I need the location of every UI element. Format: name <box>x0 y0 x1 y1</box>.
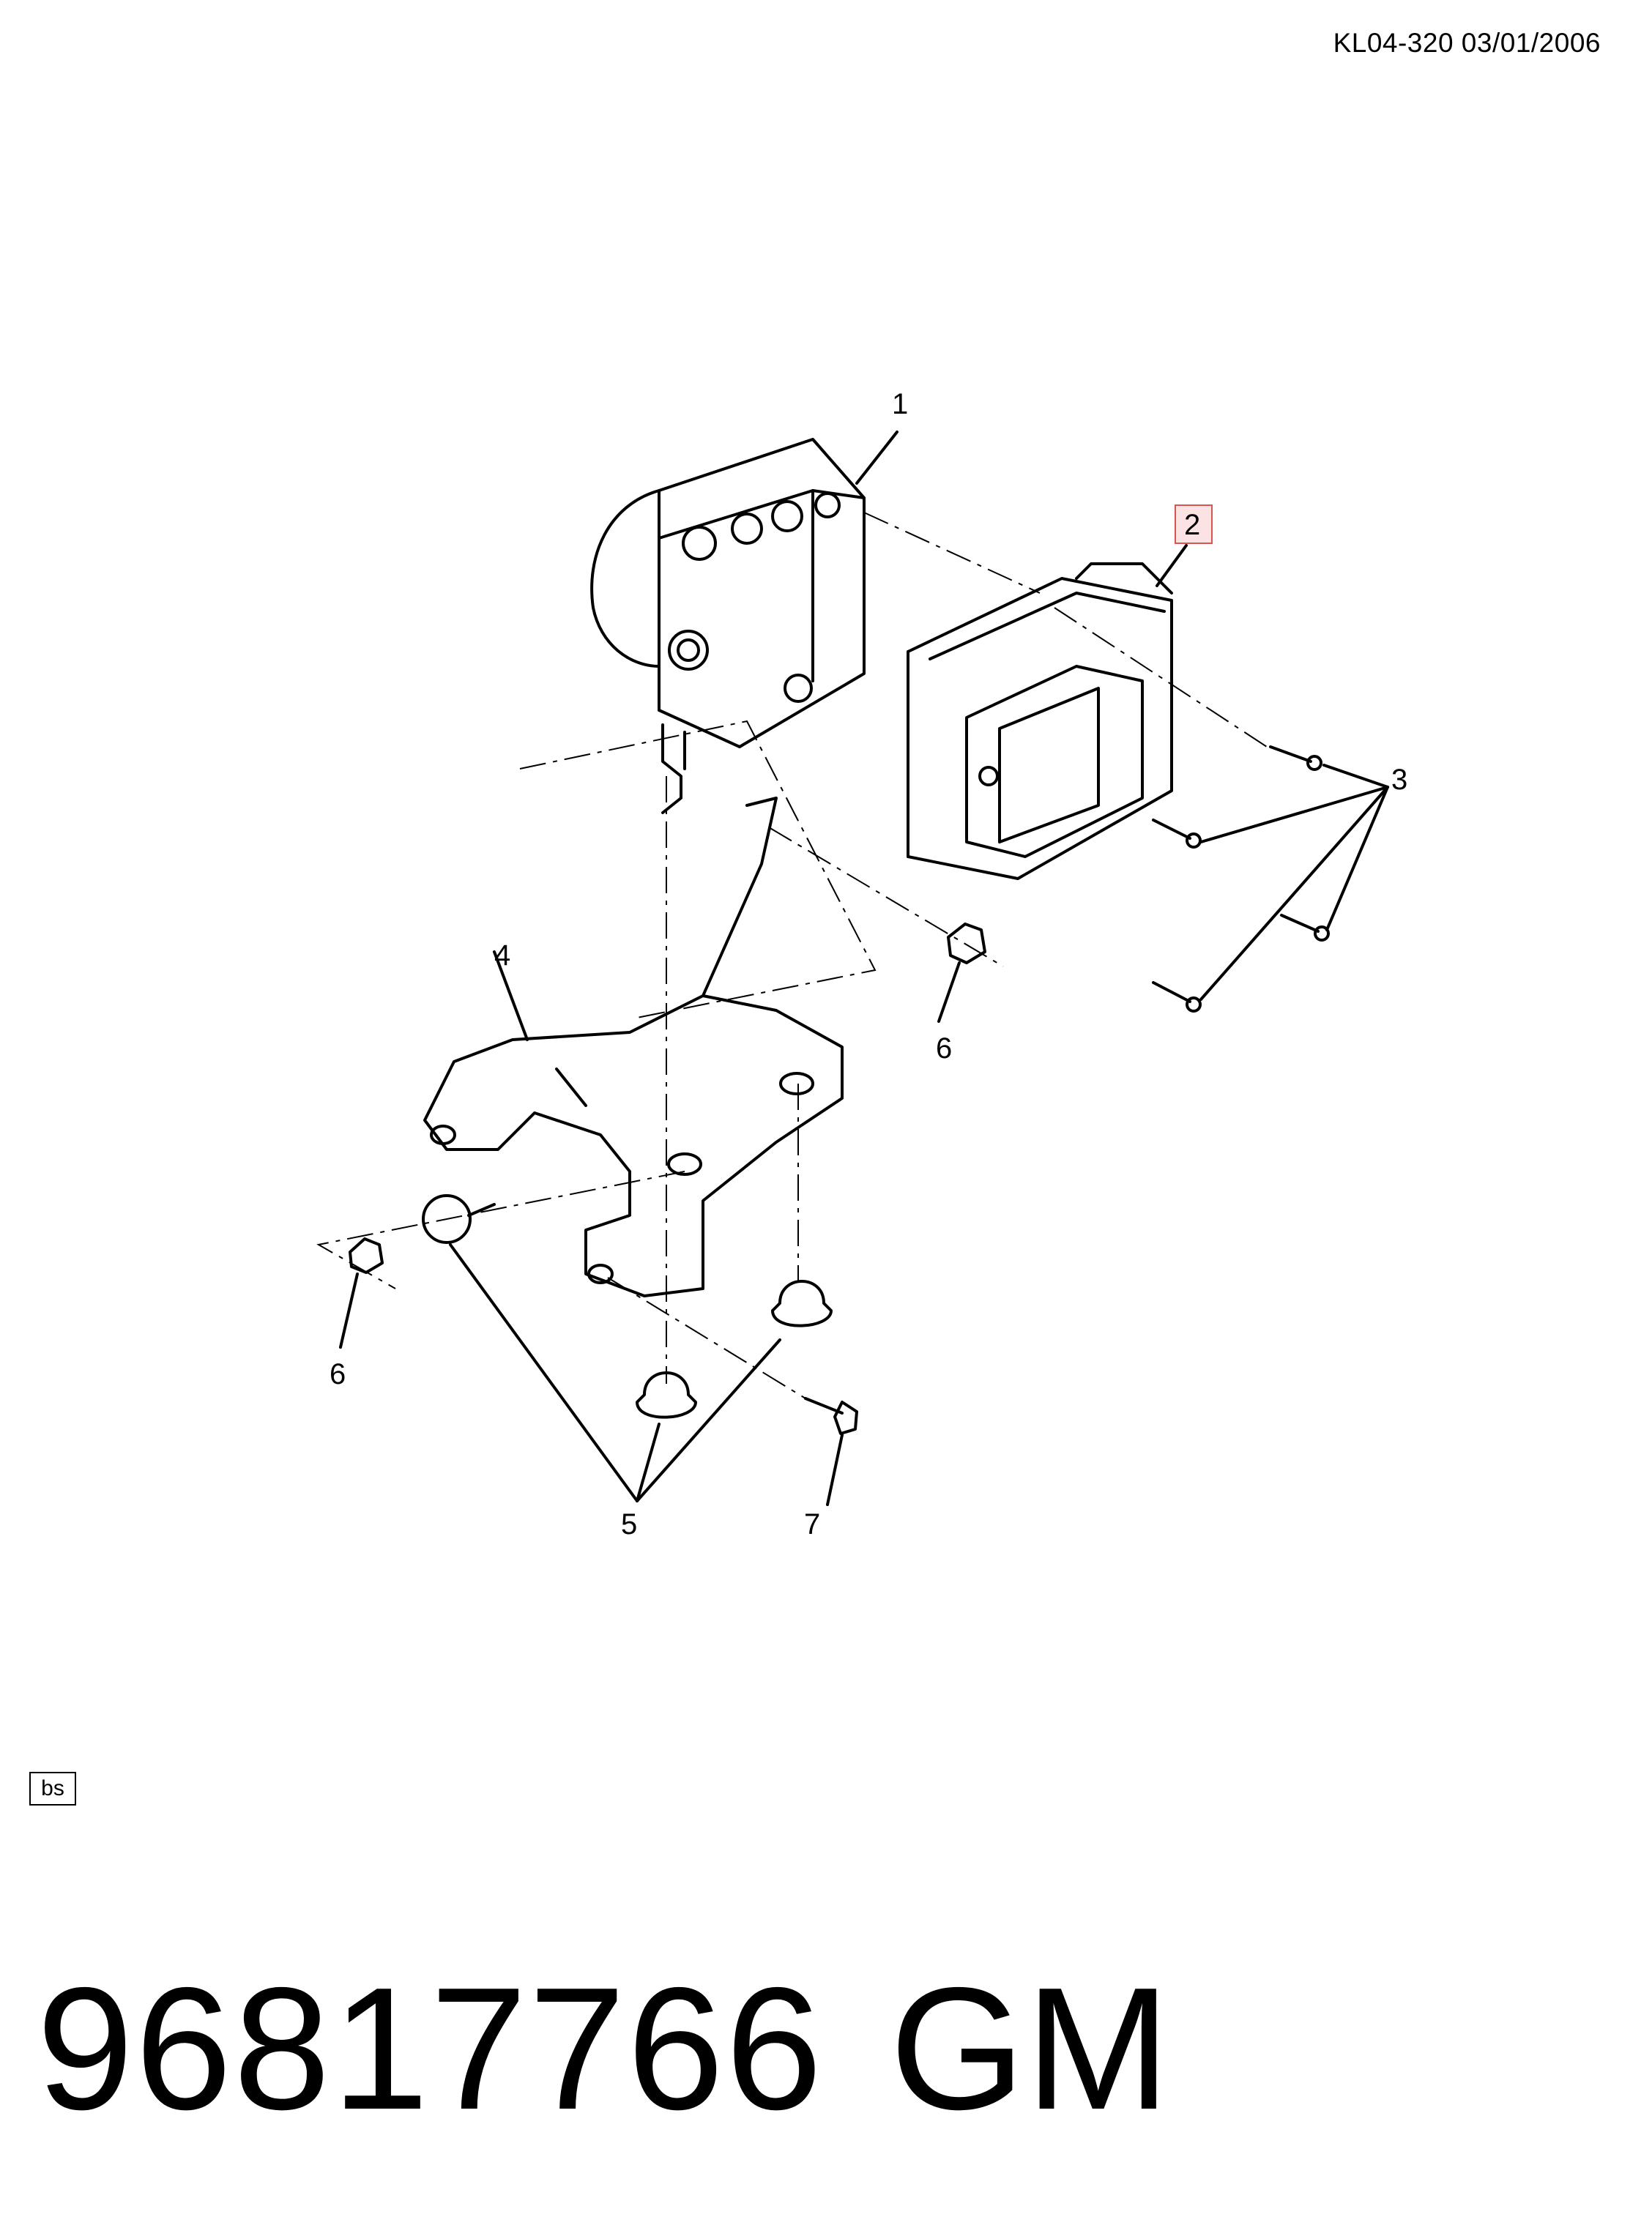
document-code: KL04-320 03/01/2006 <box>1333 28 1601 58</box>
callout-4: 4 <box>494 939 510 972</box>
callout-2: 2 <box>1184 509 1200 541</box>
nuts <box>339 923 986 1349</box>
control-module <box>907 544 1188 880</box>
callout-3: 3 <box>1391 764 1407 796</box>
part-number: 96817766 <box>37 1952 824 2146</box>
hydraulic-modulator-unit <box>590 431 898 814</box>
section-box-label: bs <box>29 1772 76 1806</box>
mounting-bracket <box>423 797 844 1297</box>
callout-5: 5 <box>621 1508 637 1540</box>
rubber-mounts <box>422 1194 833 1502</box>
brand-name: GM <box>890 1952 1171 2146</box>
mounting-screws <box>1152 745 1389 1013</box>
callout-6-upper: 6 <box>936 1032 952 1065</box>
callout-7: 7 <box>804 1508 820 1540</box>
callout-6-lower: 6 <box>330 1358 346 1390</box>
callout-1: 1 <box>892 388 908 420</box>
callout-2-highlight <box>1175 504 1213 544</box>
bolt <box>804 1397 858 1506</box>
